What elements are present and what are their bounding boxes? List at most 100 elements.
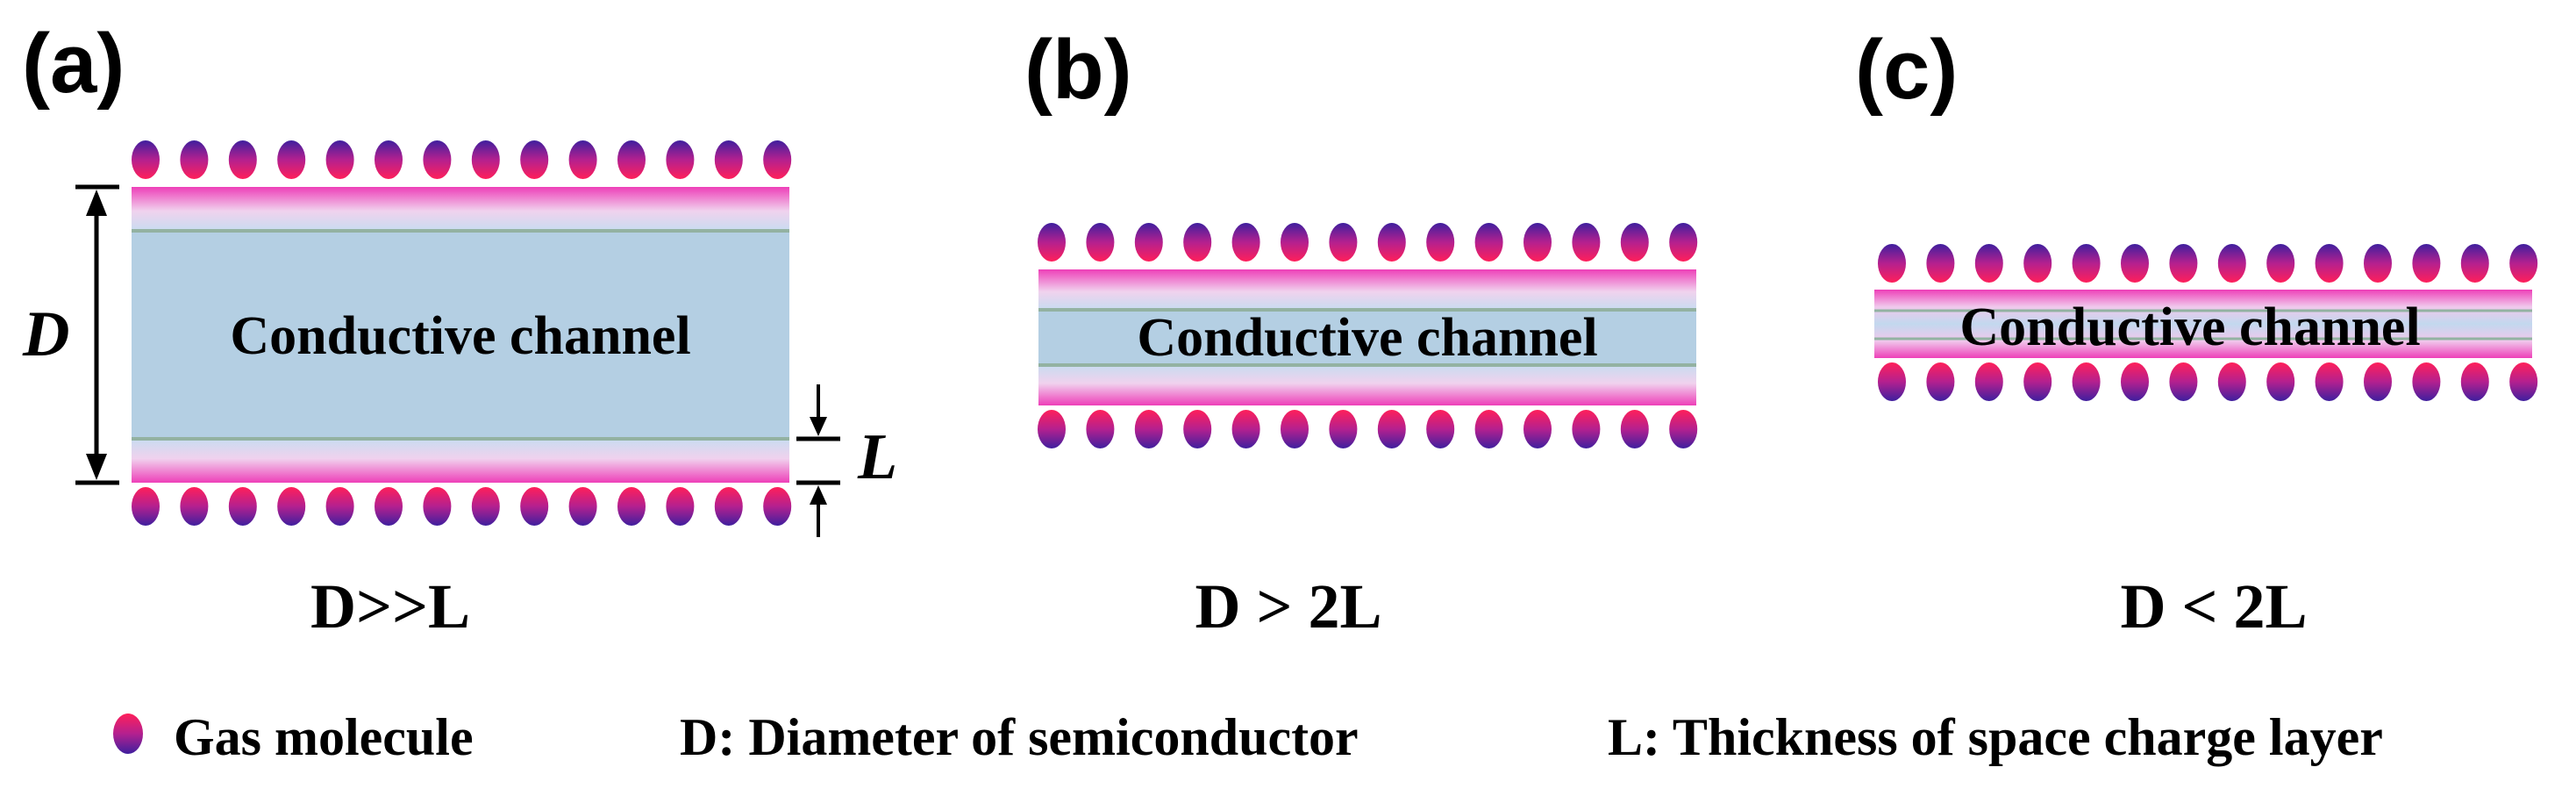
gas-molecule [2266, 244, 2295, 283]
gas-molecule [325, 140, 354, 179]
panel-c: (c) Conductive channel D < 2L [1855, 23, 2538, 642]
gas-molecule [2460, 362, 2489, 401]
gas-molecule [1878, 362, 1906, 401]
panel-a-conductive-channel [132, 187, 789, 483]
gas-molecule [277, 487, 306, 526]
panel-c-space-charge-layer [1874, 290, 2532, 358]
gas-molecule [1620, 410, 1649, 448]
gas-molecule [2364, 244, 2392, 283]
gas-molecule [2217, 362, 2246, 401]
gas-molecule [520, 140, 549, 179]
dimension-d-arrow-down [86, 454, 107, 480]
gas-molecule [568, 140, 597, 179]
gas-molecule [1134, 223, 1163, 262]
panel-c-condition: D < 2L [2120, 571, 2307, 642]
panel-b-condition: D > 2L [1195, 571, 1381, 642]
legend-gas-molecule-icon [113, 714, 143, 754]
gas-molecule [2217, 244, 2246, 283]
gas-molecule [1329, 410, 1358, 448]
gas-molecule [2266, 362, 2295, 401]
legend: Gas molecule D: Diameter of semiconducto… [113, 708, 2383, 766]
gas-molecule [1377, 410, 1406, 448]
gas-molecule [375, 140, 403, 179]
gas-molecule [2121, 362, 2149, 401]
gas-molecule [1329, 223, 1358, 262]
gas-molecule [423, 140, 452, 179]
gas-molecule [714, 487, 743, 526]
dimension-d-symbol: D [22, 298, 69, 370]
gas-molecule [1474, 223, 1503, 262]
panel-a-condition: D>>L [310, 571, 470, 642]
gas-molecule [1572, 410, 1601, 448]
dimension-l-symbol: L [857, 421, 897, 493]
panel-b-space-charge-layer-top [1038, 269, 1696, 310]
gas-molecule [1183, 223, 1212, 262]
gas-molecule [132, 140, 160, 179]
panel-b-label: (b) [1024, 23, 1132, 117]
panel-a-channel-label: Conductive channel [230, 306, 690, 366]
gas-molecule [423, 487, 452, 526]
gas-molecule [2364, 362, 2392, 401]
dimension-l-arrow-up [810, 485, 827, 505]
gas-molecule [1523, 410, 1552, 448]
gas-molecule [1281, 410, 1309, 448]
gas-molecule [2121, 244, 2149, 283]
panel-a-space-charge-layer-top [132, 187, 789, 231]
gas-molecule [2169, 362, 2198, 401]
gas-molecule [2509, 362, 2538, 401]
gas-molecule [1183, 410, 1212, 448]
panel-a-space-charge-layer-bottom [132, 439, 789, 483]
legend-d-entry: D: Diameter of semiconductor [680, 708, 1359, 766]
panel-a: (a) Conductive channel D L D>>L [22, 17, 897, 642]
gas-molecule [666, 487, 695, 526]
panel-b-bottom-molecules [1038, 410, 1698, 448]
gas-molecule [2412, 362, 2441, 401]
gas-molecule [1620, 223, 1649, 262]
gas-molecule [1426, 223, 1455, 262]
gas-molecule [1086, 223, 1115, 262]
gas-molecule [714, 140, 743, 179]
panel-c-bottom-molecules [1878, 362, 2538, 401]
legend-gas-molecule-label: Gas molecule [174, 708, 474, 766]
gas-molecule [2023, 244, 2052, 283]
panel-b-space-charge-layer-bottom [1038, 365, 1696, 405]
gas-molecule [1669, 410, 1698, 448]
gas-molecule [1134, 410, 1163, 448]
gas-molecule [1281, 223, 1309, 262]
gas-molecule [325, 487, 354, 526]
gas-molecule [2023, 362, 2052, 401]
gas-molecule [180, 140, 209, 179]
panel-a-top-molecules [132, 140, 792, 179]
gas-molecule [1474, 410, 1503, 448]
gas-molecule [666, 140, 695, 179]
gas-molecule [2072, 362, 2101, 401]
panel-a-bottom-molecules [132, 487, 792, 526]
gas-molecule [1038, 223, 1066, 262]
gas-molecule [132, 487, 160, 526]
dimension-l-arrow-down [810, 417, 827, 436]
gas-molecule [471, 140, 500, 179]
gas-molecule [1377, 223, 1406, 262]
gas-molecule [2315, 244, 2344, 283]
gas-molecule [617, 487, 646, 526]
gas-molecule [763, 487, 792, 526]
gas-molecule [2315, 362, 2344, 401]
gas-molecule [2169, 244, 2198, 283]
gas-molecule [2072, 244, 2101, 283]
gas-molecule [2460, 244, 2489, 283]
panel-c-channel-label: Conductive channel [1959, 298, 2420, 357]
gas-molecule [228, 140, 257, 179]
panel-b-channel-label: Conductive channel [1137, 308, 1597, 368]
gas-molecule [471, 487, 500, 526]
gas-molecule [1523, 223, 1552, 262]
panel-b-top-molecules [1038, 223, 1698, 262]
gas-molecule [1086, 410, 1115, 448]
gas-molecule [1038, 410, 1066, 448]
gas-molecule [228, 487, 257, 526]
gas-molecule [1669, 223, 1698, 262]
gas-molecule [1426, 410, 1455, 448]
gas-molecule [1974, 244, 2003, 283]
gas-molecule [375, 487, 403, 526]
